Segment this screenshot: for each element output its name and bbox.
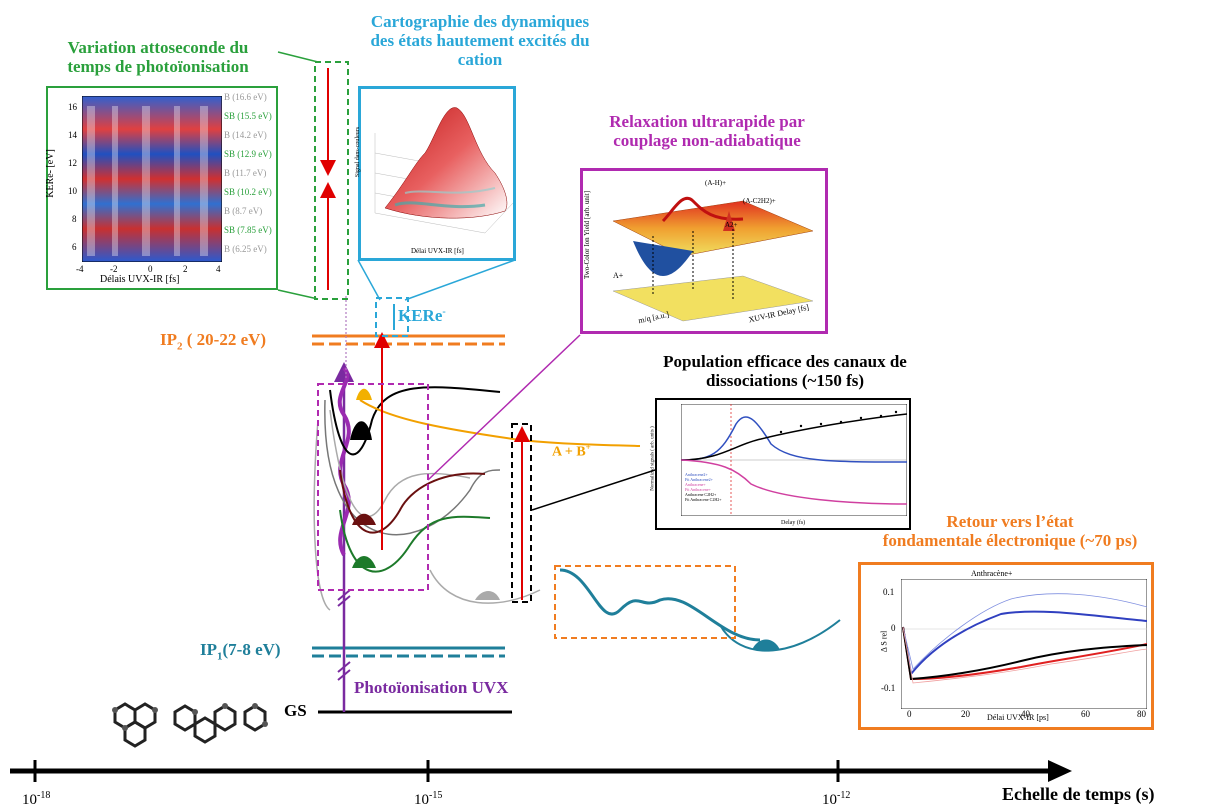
legend-item: Fit Anthracene C2H2+: [685, 497, 722, 502]
attosecond-title: Variation attoseconde du temps de photoï…: [67, 38, 249, 77]
band-label: B (11.7 eV): [224, 168, 267, 178]
ip2-label: IP2 ( 20-22 eV): [160, 330, 267, 353]
connector-lines: [277, 51, 656, 511]
wavepackets: [350, 388, 780, 650]
population-legend: Anthracene2+ Fit Anthracene2+ Anthracene…: [685, 472, 721, 502]
retour-xtick: 20: [961, 709, 970, 719]
retour-plot-title: Anthracène+: [971, 569, 1013, 578]
band-label: SB (7.85 eV): [224, 225, 272, 235]
time-axis: [10, 760, 1072, 782]
legend-item: Anthracene+: [685, 482, 706, 487]
band-label: B (14.2 eV): [224, 130, 267, 140]
attosecond-xlabel: Délais UVX-IR [fs]: [100, 274, 180, 285]
attosecond-xtick: 2: [183, 264, 188, 274]
band-label: SB (10.2 eV): [224, 187, 272, 197]
carto-xlabel: Délai UVX-IR [fs]: [411, 247, 464, 255]
ir-arrows: [320, 68, 530, 600]
relax-zlabel: Two-Color Ion Yield [arb. unit]: [583, 190, 592, 280]
attosecond-ytick: 10: [68, 186, 77, 196]
retour-ytick: -0.1: [881, 683, 896, 693]
relaxation-title: Relaxation ultrarapide par couplage non-…: [609, 112, 805, 151]
retour-ytick: 0.1: [883, 587, 895, 597]
retour-title: Retour vers l’état fondamentale électron…: [882, 512, 1138, 551]
relax-peak: (A-H)+: [705, 179, 727, 187]
relax-peak: A2+: [725, 221, 738, 229]
band-label: SB (12.9 eV): [224, 149, 272, 159]
retour-ytick: 0: [891, 623, 896, 633]
kere-label: KERe-: [398, 306, 446, 325]
attosecond-ytick: 16: [68, 102, 77, 112]
band-label: B (8.7 eV): [224, 206, 263, 216]
tick-label-femtosecond: 10-15: [414, 790, 443, 808]
molecules-icon: [112, 702, 268, 748]
band-label: SB (15.5 eV): [224, 111, 272, 121]
retour-plot: [901, 579, 1147, 709]
channel-label: A + B+: [552, 442, 591, 460]
population-panel: Delay (fs) Normalized signals ( arb. uni…: [651, 398, 911, 530]
tick-label-attosecond: 10-18: [22, 790, 51, 808]
relaxation-panel: Two-Color Ion Yield [arb. unit] XUV-IR D…: [580, 168, 828, 334]
ip1-label: IP1(7-8 eV): [200, 640, 281, 663]
photoionisation-label: Photoïonisation UVX: [354, 678, 509, 697]
legend-item: Anthracene C2H2+: [685, 492, 717, 497]
attosecond-heatmap: [82, 96, 222, 262]
attosecond-xtick: -4: [76, 264, 84, 274]
attosecond-panel: KERe- [eV] Délais UVX-IR [fs] -4 -2 0 2 …: [44, 86, 278, 290]
cartographie-surface: [374, 107, 513, 234]
relaxation-surface: [612, 197, 814, 322]
attosecond-xtick: -2: [110, 264, 118, 274]
retour-xtick: 40: [1021, 709, 1030, 719]
attosecond-ylabel: KERe- [eV]: [44, 149, 56, 198]
band-label: B (6.25 eV): [224, 244, 267, 254]
relax-peak: (A-C2H2)+: [743, 197, 776, 205]
population-ylabel: Normalized signals ( arb. units ): [650, 426, 656, 491]
gs-label: GS: [284, 701, 307, 720]
ip2-level: [312, 334, 505, 346]
population-xlabel: Delay (fs): [781, 520, 806, 526]
cartographie-panel: Signal dans-couleurs Délai UVX-IR [fs]: [355, 86, 516, 261]
population-title: Population efficace des canaux de dissoc…: [663, 352, 907, 391]
retour-panel: Anthracène+ Délai UVX-IR [ps] Δ S rel 0 …: [858, 562, 1154, 730]
band-label: B (16.6 eV): [224, 92, 267, 102]
photoionisation-arrow: [334, 362, 354, 712]
retour-ylabel: Δ S rel: [879, 630, 889, 653]
legend-item: Anthracene2+: [685, 472, 708, 477]
attosecond-ytick: 12: [68, 158, 77, 168]
relax-peak: A+: [613, 271, 624, 280]
dashed-boxes: [314, 61, 736, 639]
retour-xtick: 0: [907, 709, 912, 719]
time-axis-label: Echelle de temps (s): [1002, 784, 1155, 804]
attosecond-xtick: 4: [216, 264, 221, 274]
tick-label-picosecond: 10-12: [822, 790, 851, 808]
retour-xtick: 60: [1081, 709, 1090, 719]
retour-xlabel: Délai UVX-IR [ps]: [987, 713, 1049, 722]
carto-zlabel: Signal dans-couleurs: [355, 126, 362, 178]
attosecond-xtick: 0: [148, 264, 153, 274]
cartographie-title: Cartographie des dynamiques des états ha…: [370, 12, 590, 70]
retour-xtick: 80: [1137, 709, 1146, 719]
attosecond-ytick: 6: [72, 242, 77, 252]
legend-item: Fit Anthracene+: [685, 487, 711, 492]
ip1-level: [312, 646, 505, 658]
attosecond-ytick: 14: [68, 130, 77, 140]
attosecond-ytick: 8: [72, 214, 77, 224]
legend-item: Fit Anthracene2+: [685, 477, 713, 482]
population-plot: [681, 404, 907, 516]
